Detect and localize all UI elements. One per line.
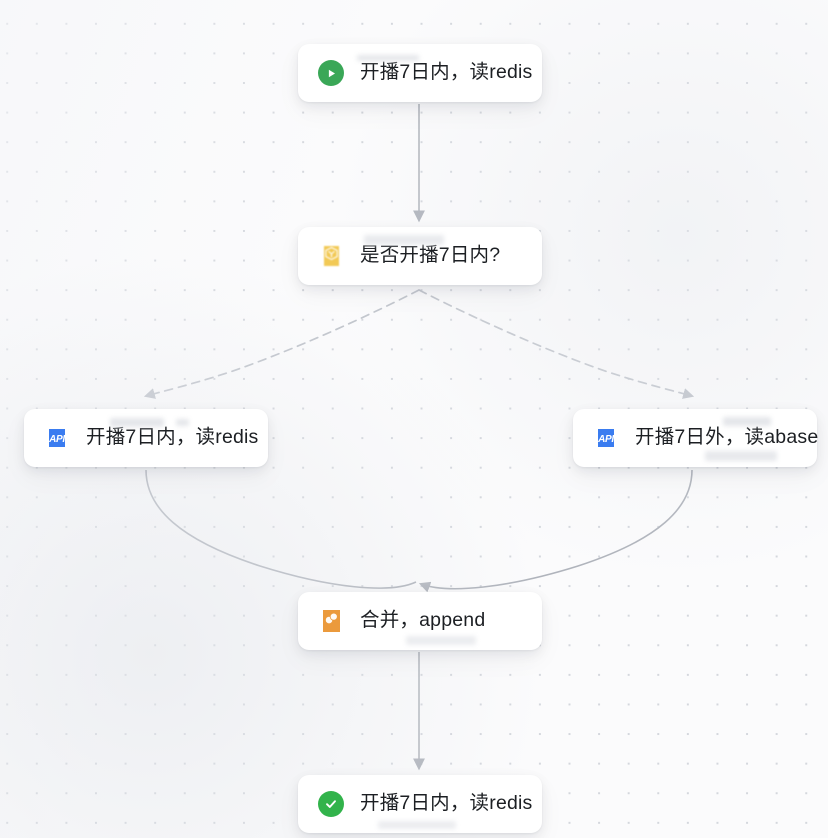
node-start[interactable]: 开播7日内，读redis <box>298 44 542 102</box>
node-label: 合并，append <box>360 609 486 632</box>
edge-api-right-to-merge <box>418 469 693 593</box>
api-icon-label: API <box>598 434 614 445</box>
edge-branch-to-api-right <box>418 289 695 399</box>
node-label: 开播7日内，读redis <box>86 426 259 449</box>
api-icon-label: API <box>49 434 65 445</box>
node-label: 开播7日内，读redis <box>360 61 533 84</box>
edge-api-left-to-merge <box>145 469 417 589</box>
node-branch-condition[interactable]: 是否开播7日内? <box>298 227 542 285</box>
edge-branch-to-api-left <box>143 289 420 399</box>
api-icon: API <box>593 425 619 451</box>
node-api-left[interactable]: API 开播7日内，读redis <box>24 409 268 467</box>
node-label: 开播7日内，读redis <box>360 792 533 815</box>
node-label: 是否开播7日内? <box>360 244 501 267</box>
node-merge[interactable]: 合并，append <box>298 592 542 650</box>
node-end[interactable]: 开播7日内，读redis <box>298 775 542 833</box>
branch-condition-icon <box>318 243 344 269</box>
merge-icon <box>318 608 344 634</box>
node-api-right[interactable]: API 开播7日外，读abase <box>573 409 819 467</box>
play-circle-icon <box>318 60 344 86</box>
api-icon: API <box>44 425 70 451</box>
check-circle-icon <box>318 791 344 817</box>
node-label: 开播7日外，读abase <box>635 426 819 449</box>
